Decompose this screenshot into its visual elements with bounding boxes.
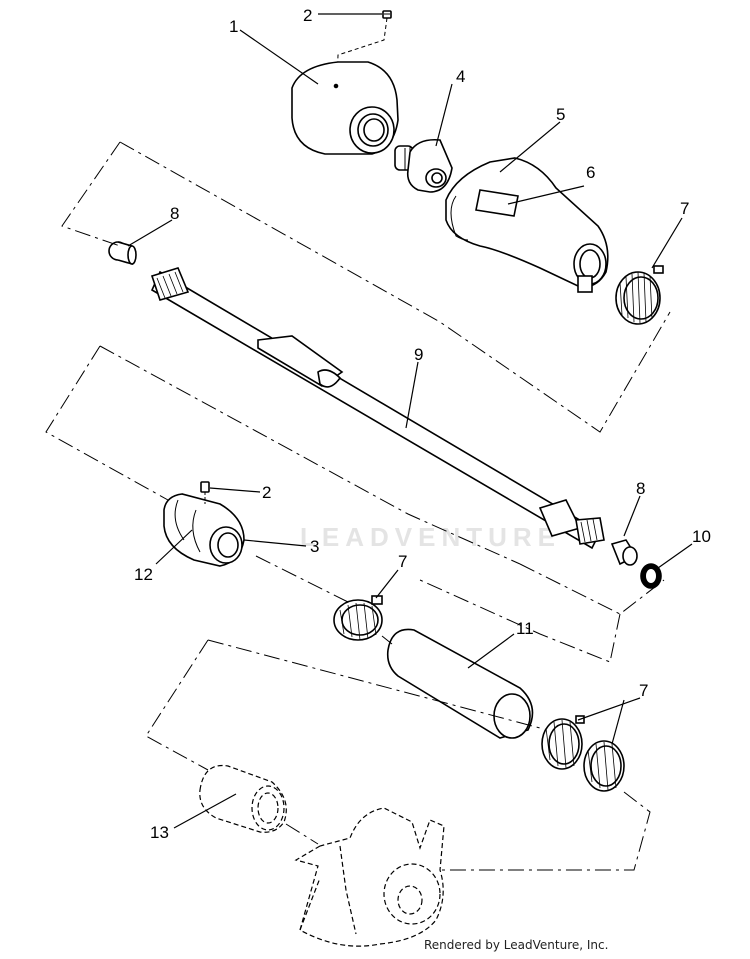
footer-credit: Rendered by LeadVenture, Inc. <box>424 938 609 952</box>
part-4-cone-coupler[interactable] <box>394 138 453 193</box>
part-3-bearing[interactable] <box>209 526 243 564</box>
part-6-decal[interactable] <box>475 189 519 217</box>
part-11-hose[interactable] <box>386 628 534 739</box>
callout-12: 12 <box>134 565 153 584</box>
callout-7-middle: 7 <box>398 552 407 571</box>
callout-5: 5 <box>556 105 565 124</box>
part-7-hose-clamp-lower-left[interactable] <box>541 715 585 770</box>
callout-8-lower: 8 <box>636 479 645 498</box>
part-13-adapter-dashed[interactable] <box>199 764 287 833</box>
callout-7-top: 7 <box>680 199 689 218</box>
watermark-text: LEADVENTURE <box>300 522 562 552</box>
part-7-hose-clamp-middle[interactable] <box>333 595 383 641</box>
part-2-setscrew-lower[interactable] <box>200 481 210 504</box>
part-10-washer[interactable] <box>640 563 662 589</box>
part-7-hose-clamp-top[interactable] <box>615 265 664 325</box>
callout-2-lower: 2 <box>262 483 271 502</box>
part-5-tube-housing[interactable] <box>445 157 609 293</box>
callout-9: 9 <box>414 345 423 364</box>
callout-3: 3 <box>310 537 319 556</box>
part-8-bushing-top[interactable] <box>108 241 137 266</box>
callout-13: 13 <box>150 823 169 842</box>
assembly-guide-lines <box>45 141 671 871</box>
part-9-drive-shaft[interactable] <box>150 267 605 550</box>
callout-leaders <box>127 13 693 829</box>
part-7-hose-clamp-lower-right[interactable] <box>583 740 625 792</box>
callout-numbers: 2 1 4 5 6 7 8 9 8 2 10 3 12 7 11 7 13 <box>134 6 711 842</box>
part-1-housing[interactable] <box>291 61 399 155</box>
callout-10: 10 <box>692 527 711 546</box>
callout-11: 11 <box>516 619 534 638</box>
callout-1: 1 <box>229 17 238 36</box>
callout-7-lower: 7 <box>639 681 648 700</box>
callout-4: 4 <box>456 67 465 86</box>
impeller-reference-dashed <box>294 807 445 947</box>
callout-2-top: 2 <box>303 6 312 25</box>
callout-8-top: 8 <box>170 204 179 223</box>
callout-6: 6 <box>586 163 595 182</box>
part-8-bushing-bottom[interactable] <box>610 539 638 566</box>
